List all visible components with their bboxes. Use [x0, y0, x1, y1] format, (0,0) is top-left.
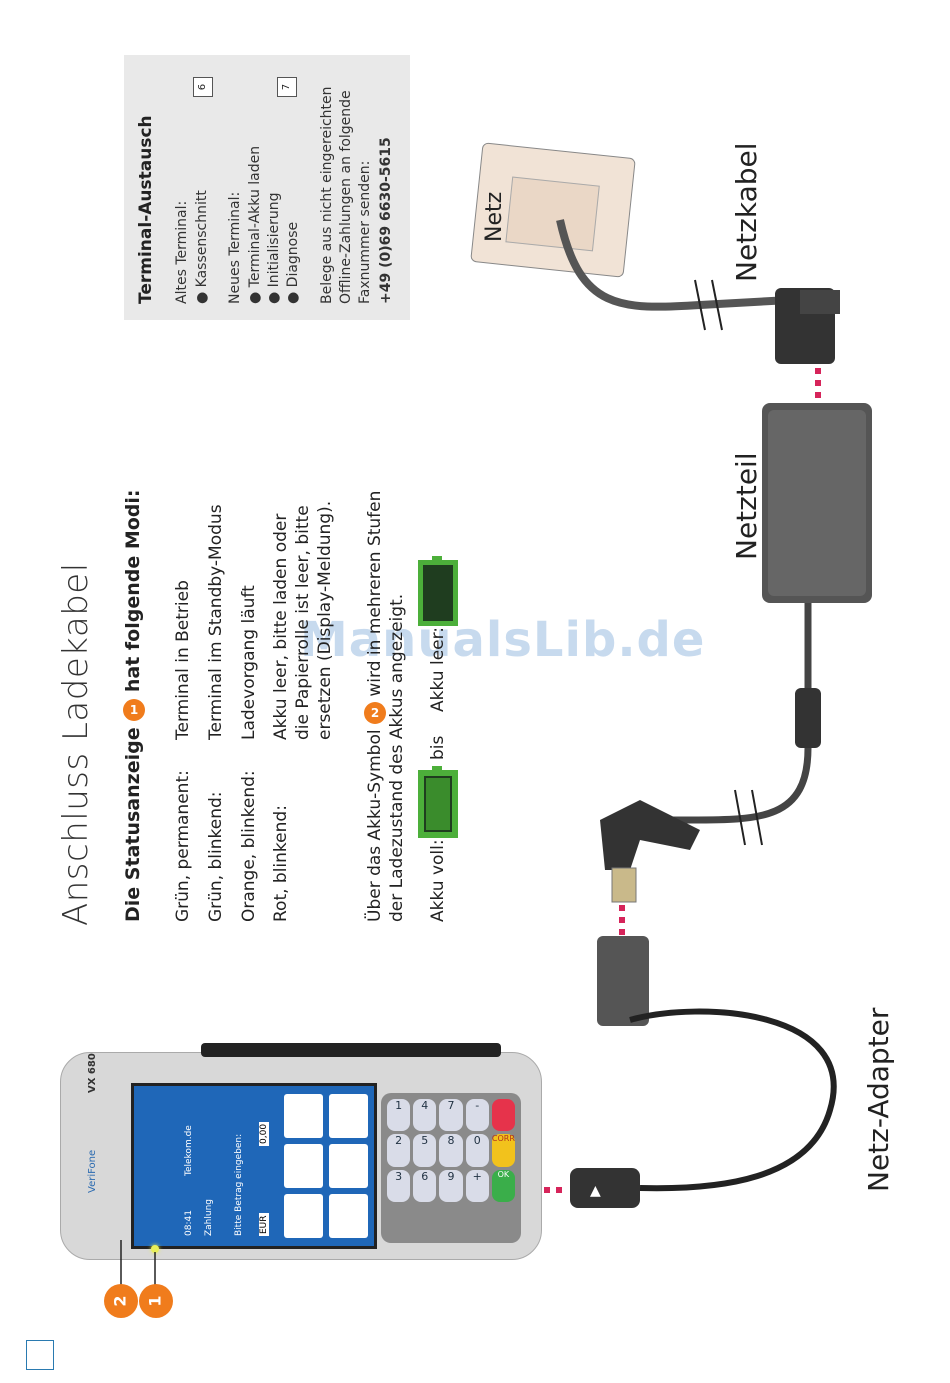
battery-empty-icon	[418, 556, 458, 626]
terminal-icon-3[interactable]	[284, 1144, 323, 1188]
terminal-card-slot	[201, 1043, 501, 1057]
payment-terminal: 08:41 Telekom.de Zahlung Bitte Betrag ei…	[60, 1043, 542, 1260]
callout-badge-2: 2	[104, 1284, 138, 1318]
adapter-body	[597, 936, 649, 1026]
terminal-screen: 08:41 Telekom.de Zahlung Bitte Betrag ei…	[131, 1083, 377, 1249]
battery-full-icon	[418, 766, 458, 838]
ferrite-core	[795, 688, 821, 748]
terminal-icon-5[interactable]	[284, 1194, 323, 1238]
adapter-plug	[570, 1168, 640, 1208]
key-2[interactable]: 2	[387, 1134, 411, 1167]
dc-plug-tip	[611, 867, 637, 903]
cable-break-mark-1	[694, 279, 723, 331]
key-corr[interactable]: CORR	[491, 1134, 515, 1167]
key-4[interactable]: 4	[413, 1099, 437, 1132]
watermark: ManualsLib.de	[300, 612, 706, 668]
key-1[interactable]: 1	[387, 1099, 411, 1132]
terminal-icon-1[interactable]	[284, 1094, 323, 1138]
adapter-cable	[629, 1008, 837, 1192]
dc-cable	[670, 747, 812, 824]
dc-plug	[600, 800, 700, 870]
power-cable-upper	[556, 219, 791, 311]
page-ref-7[interactable]: 7	[277, 77, 297, 97]
callout-badge-1: 1	[139, 1284, 173, 1318]
power-plug-head	[800, 290, 840, 314]
cable-break-mark-2	[734, 789, 763, 846]
key-minus[interactable]: -	[465, 1099, 489, 1132]
terminal-icon-6[interactable]	[329, 1194, 368, 1238]
callout-badge-1-text: 1	[145, 1295, 165, 1307]
terminal-icon-grid	[284, 1094, 368, 1238]
key-8[interactable]: 8	[439, 1134, 463, 1167]
terminal-icon-4[interactable]	[329, 1144, 368, 1188]
page-corner-box	[26, 1340, 54, 1370]
terminal-exchange-box	[124, 55, 410, 320]
terminal-keypad: 1 4 7 - 2 5 8 0 CORR 3 6 9 + OK	[381, 1093, 521, 1243]
key-3[interactable]: 3	[387, 1169, 411, 1202]
terminal-icon-2[interactable]	[329, 1094, 368, 1138]
key-ok[interactable]: OK	[491, 1169, 515, 1202]
callout-badge-2-text: 2	[110, 1295, 130, 1307]
power-supply-top	[768, 410, 866, 596]
status-led	[151, 1245, 159, 1253]
key-9[interactable]: 9	[439, 1169, 463, 1202]
key-cancel[interactable]	[491, 1099, 515, 1132]
key-0[interactable]: 0	[465, 1134, 489, 1167]
key-plus[interactable]: +	[465, 1169, 489, 1202]
key-5[interactable]: 5	[413, 1134, 437, 1167]
key-6[interactable]: 6	[413, 1169, 437, 1202]
page-ref-6[interactable]: 6	[193, 77, 213, 97]
adapter-plug-marker: ▲	[590, 1183, 601, 1199]
key-7[interactable]: 7	[439, 1099, 463, 1132]
